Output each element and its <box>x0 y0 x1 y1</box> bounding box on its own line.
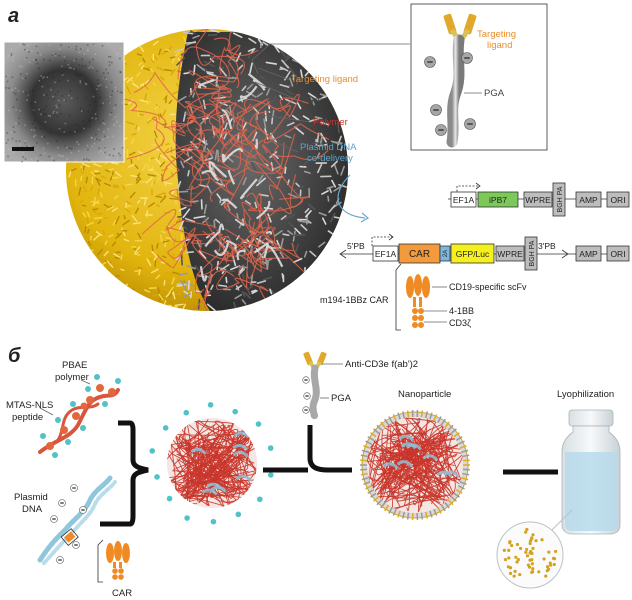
polymer-strands <box>96 29 330 311</box>
plasmid-construct-car: 5'PB EF1A CAR 2A GFP/Luc WPRE BGH PA 3'P… <box>339 233 630 271</box>
panel-b-pga-label: PGA <box>331 393 352 404</box>
panel-a: a Targeting ligand <box>3 3 630 331</box>
scale-bar <box>12 147 34 151</box>
c2-bgh: BGH PA <box>529 240 536 266</box>
anti-cd3-pga <box>302 351 343 420</box>
inset-targeting-line1: Targeting <box>477 29 516 40</box>
c2-3pb: 3'PB <box>538 241 556 251</box>
pbae-label-line2: polymer <box>55 372 89 383</box>
c1-ori: ORI <box>610 195 625 205</box>
anti-cd3-label: Anti-CD3e f(ab')2 <box>345 359 418 370</box>
c2-ef1a: EF1A <box>375 249 397 259</box>
polyplex-core <box>149 402 274 525</box>
c2-ori: ORI <box>610 249 625 259</box>
car-cd3z-label: CD3ζ <box>449 318 471 328</box>
combine-brace <box>100 420 149 527</box>
plasmid-dna-helix <box>37 475 117 565</box>
c2-amp: AMP <box>579 249 598 259</box>
delivery-arrow <box>337 174 366 219</box>
c2-p2a: 2A <box>443 250 449 257</box>
plasmid-label-line2: DNA <box>22 504 43 515</box>
car-scfv-label: CD19-specific scFv <box>449 282 527 292</box>
lyophilization-label: Lyophilization <box>557 389 614 400</box>
c2-car: CAR <box>409 249 430 260</box>
ligand-pga-inset: Targeting ligand PGA <box>410 3 548 151</box>
mtas-label-line2: peptide <box>12 412 43 423</box>
nanoparticle-cutaway <box>175 32 348 311</box>
panel-b: б PBAE polymer MTAS-NLS peptide <box>6 345 621 599</box>
c2-gfp: GFP/Luc <box>456 249 490 259</box>
mtas-label-line1: MTAS-NLS <box>6 400 53 411</box>
inset-pga-label: PGA <box>484 88 505 99</box>
tem-image-inset <box>3 41 125 163</box>
plasmid-label-line1: Plasmid <box>14 492 48 503</box>
label-pga: PGA <box>300 95 321 106</box>
c1-bgh: BGH PA <box>557 186 564 212</box>
c1-amp: AMP <box>579 195 598 205</box>
car-molecule-diagram: CD19-specific scFv 4-1BB CD3ζ m194-1BBz … <box>320 263 527 331</box>
pbae-label-line1: PBAE <box>62 360 87 371</box>
label-polymer: Polymer <box>313 117 348 128</box>
inset-targeting-line2: ligand <box>487 40 512 51</box>
plasmid-construct-transposase: EF1A iPB7 WPRE BGH PA AMP ORI <box>448 182 630 217</box>
panel-b-letter: б <box>8 345 21 367</box>
label-plasmid-line1: Plasmid DNA <box>300 142 357 153</box>
panel-b-car-label: CAR <box>112 588 132 599</box>
c1-ef1a: EF1A <box>453 195 475 205</box>
label-plasmid-line2: co-delivery <box>307 153 353 164</box>
pbae-polymer-strand <box>38 374 121 458</box>
car-name-label: m194-1BBz CAR <box>320 295 389 305</box>
nanoparticle-label: Nanoparticle <box>398 389 451 400</box>
panel-b-car: CAR <box>97 539 132 599</box>
panel-a-letter: a <box>8 5 19 27</box>
c2-wpre: WPRE <box>497 249 523 259</box>
coat-connector <box>307 425 352 473</box>
car-41bb-label: 4-1BB <box>449 306 474 316</box>
label-targeting-ligand: Targeting ligand <box>291 74 358 85</box>
coated-nanoparticle <box>360 410 470 520</box>
c1-wpre: WPRE <box>525 195 551 205</box>
c1-ipb7: iPB7 <box>489 195 507 205</box>
c2-5pb: 5'PB <box>347 241 365 251</box>
lyophilization-vial <box>496 409 621 589</box>
callout-lines <box>251 43 410 153</box>
